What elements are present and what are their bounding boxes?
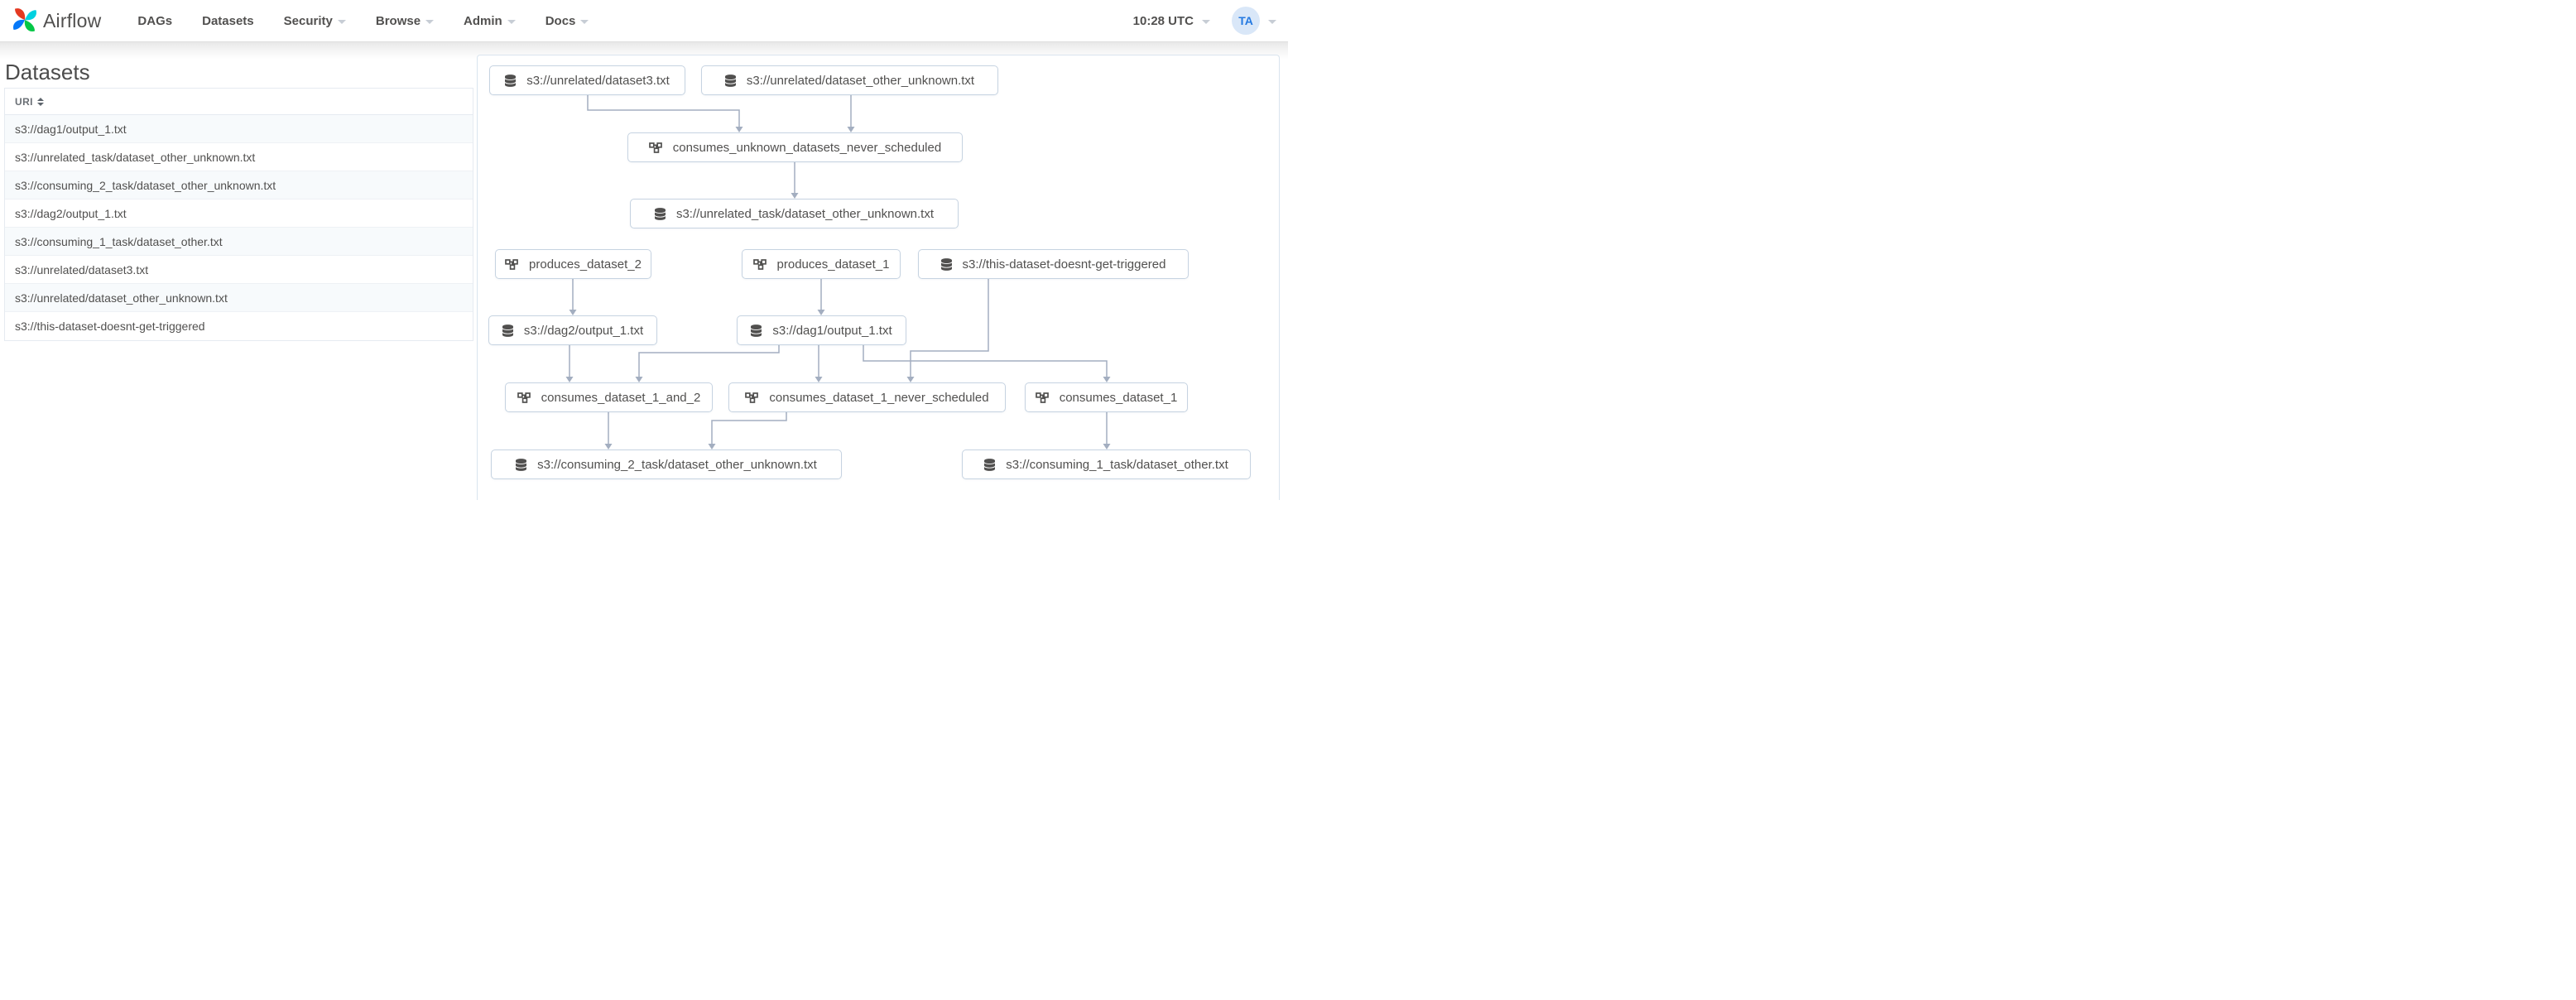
- dag-icon: [752, 257, 767, 271]
- uri-column-header[interactable]: URI: [15, 96, 44, 108]
- dataset-uri-row[interactable]: s3://unrelated/dataset3.txt: [5, 256, 473, 284]
- nav-item-admin[interactable]: Admin: [464, 14, 516, 28]
- dataset-node-ds-consuming1-other[interactable]: s3://consuming_1_task/dataset_other.txt: [962, 450, 1251, 479]
- dag-node-dag-produces-dataset-1[interactable]: produces_dataset_1: [742, 249, 901, 279]
- chevron-down-icon: [580, 19, 589, 24]
- dataset-node-ds-dag1-output[interactable]: s3://dag1/output_1.txt: [737, 315, 906, 345]
- dataset-uri-row[interactable]: s3://dag1/output_1.txt: [5, 115, 473, 143]
- dataset-uri-row[interactable]: s3://unrelated_task/dataset_other_unknow…: [5, 143, 473, 171]
- database-icon: [984, 458, 996, 471]
- database-icon: [724, 74, 736, 87]
- airflow-logo-icon: [10, 4, 40, 38]
- nav-item-label: Security: [283, 13, 333, 28]
- node-label: produces_dataset_2: [529, 257, 642, 272]
- node-label: consumes_dataset_1: [1059, 390, 1178, 405]
- dataset-node-ds-consuming2-other-unknown[interactable]: s3://consuming_2_task/dataset_other_unkn…: [491, 450, 842, 479]
- node-label: s3://consuming_1_task/dataset_other.txt: [1006, 457, 1228, 472]
- dag-icon: [648, 141, 662, 154]
- clock-label[interactable]: 10:28 UTC: [1132, 13, 1194, 28]
- database-icon: [751, 324, 762, 337]
- nav-item-label: Browse: [375, 13, 421, 28]
- brand-title: Airflow: [43, 9, 102, 31]
- node-label: s3://unrelated/dataset3.txt: [526, 73, 670, 88]
- dataset-node-ds-doesnt-get-triggered[interactable]: s3://this-dataset-doesnt-get-triggered: [918, 249, 1189, 279]
- nav-item-datasets[interactable]: Datasets: [202, 14, 254, 28]
- node-label: s3://this-dataset-doesnt-get-triggered: [962, 257, 1166, 272]
- nav-item-label: Datasets: [202, 13, 254, 28]
- database-icon: [654, 207, 666, 220]
- dag-icon: [517, 391, 531, 404]
- database-icon: [502, 324, 513, 337]
- dataset-uri-row[interactable]: s3://dag2/output_1.txt: [5, 200, 473, 228]
- dataset-uri-row[interactable]: s3://this-dataset-doesnt-get-triggered: [5, 312, 473, 340]
- user-menu-caret-icon[interactable]: [1268, 19, 1276, 24]
- dataset-node-ds-dag2-output[interactable]: s3://dag2/output_1.txt: [488, 315, 657, 345]
- airflow-brand[interactable]: Airflow: [10, 4, 101, 38]
- dag-node-dag-consumes-1[interactable]: consumes_dataset_1: [1025, 382, 1188, 412]
- node-label: s3://dag1/output_1.txt: [772, 323, 892, 338]
- table-header-row: URI: [5, 89, 473, 115]
- sort-icon: [36, 97, 44, 106]
- dataset-node-ds-unrelated-dataset3[interactable]: s3://unrelated/dataset3.txt: [489, 65, 685, 95]
- node-label: s3://dag2/output_1.txt: [523, 323, 644, 338]
- dataset-uri-row[interactable]: s3://consuming_1_task/dataset_other.txt: [5, 228, 473, 256]
- dag-node-dag-produces-dataset-2[interactable]: produces_dataset_2: [495, 249, 651, 279]
- clock-caret-icon[interactable]: [1202, 19, 1210, 24]
- nav-item-dags[interactable]: DAGs: [137, 14, 172, 28]
- chevron-down-icon: [425, 19, 435, 24]
- page-title: Datasets: [5, 60, 90, 84]
- dag-node-dag-consumes-unknown[interactable]: consumes_unknown_datasets_never_schedule…: [627, 132, 963, 162]
- node-label: consumes_unknown_datasets_never_schedule…: [672, 140, 942, 155]
- dag-node-dag-consumes-1-never[interactable]: consumes_dataset_1_never_scheduled: [728, 382, 1006, 412]
- dag-icon: [745, 391, 759, 404]
- database-icon: [940, 257, 952, 271]
- user-avatar[interactable]: TA: [1232, 7, 1260, 35]
- node-label: s3://unrelated_task/dataset_other_unknow…: [675, 206, 935, 221]
- node-label: s3://consuming_2_task/dataset_other_unkn…: [537, 457, 817, 472]
- dag-icon: [505, 257, 518, 271]
- dataset-node-ds-unrelated-other-unknown[interactable]: s3://unrelated/dataset_other_unknown.txt: [701, 65, 998, 95]
- nav-item-label: Admin: [464, 13, 502, 28]
- node-label: consumes_dataset_1_and_2: [541, 390, 701, 405]
- navbar-right: 10:28 UTC TA: [1133, 7, 1288, 35]
- database-icon: [505, 74, 517, 87]
- dag-node-dag-consumes-1-and-2[interactable]: consumes_dataset_1_and_2: [505, 382, 713, 412]
- node-label: consumes_dataset_1_never_scheduled: [769, 390, 989, 405]
- main-nav: DAGs Datasets Security Browse Admin Docs: [137, 14, 589, 28]
- dataset-node-ds-unrelated-task-other[interactable]: s3://unrelated_task/dataset_other_unknow…: [630, 199, 959, 228]
- nav-item-browse[interactable]: Browse: [375, 13, 435, 28]
- node-label: s3://unrelated/dataset_other_unknown.txt: [746, 73, 975, 88]
- database-icon: [516, 458, 527, 471]
- chevron-down-icon: [507, 19, 516, 24]
- node-label: produces_dataset_1: [776, 257, 890, 272]
- nav-item-docs[interactable]: Docs: [545, 14, 589, 28]
- nav-item-label: Docs: [545, 13, 576, 28]
- nav-item-security[interactable]: Security: [284, 14, 346, 28]
- dag-icon: [1035, 391, 1049, 404]
- chevron-down-icon: [337, 19, 346, 24]
- dataset-uri-row[interactable]: s3://unrelated/dataset_other_unknown.txt: [5, 284, 473, 312]
- dataset-uri-row[interactable]: s3://consuming_2_task/dataset_other_unkn…: [5, 171, 473, 200]
- uri-column-label: URI: [15, 95, 33, 108]
- nav-item-label: DAGs: [137, 13, 173, 28]
